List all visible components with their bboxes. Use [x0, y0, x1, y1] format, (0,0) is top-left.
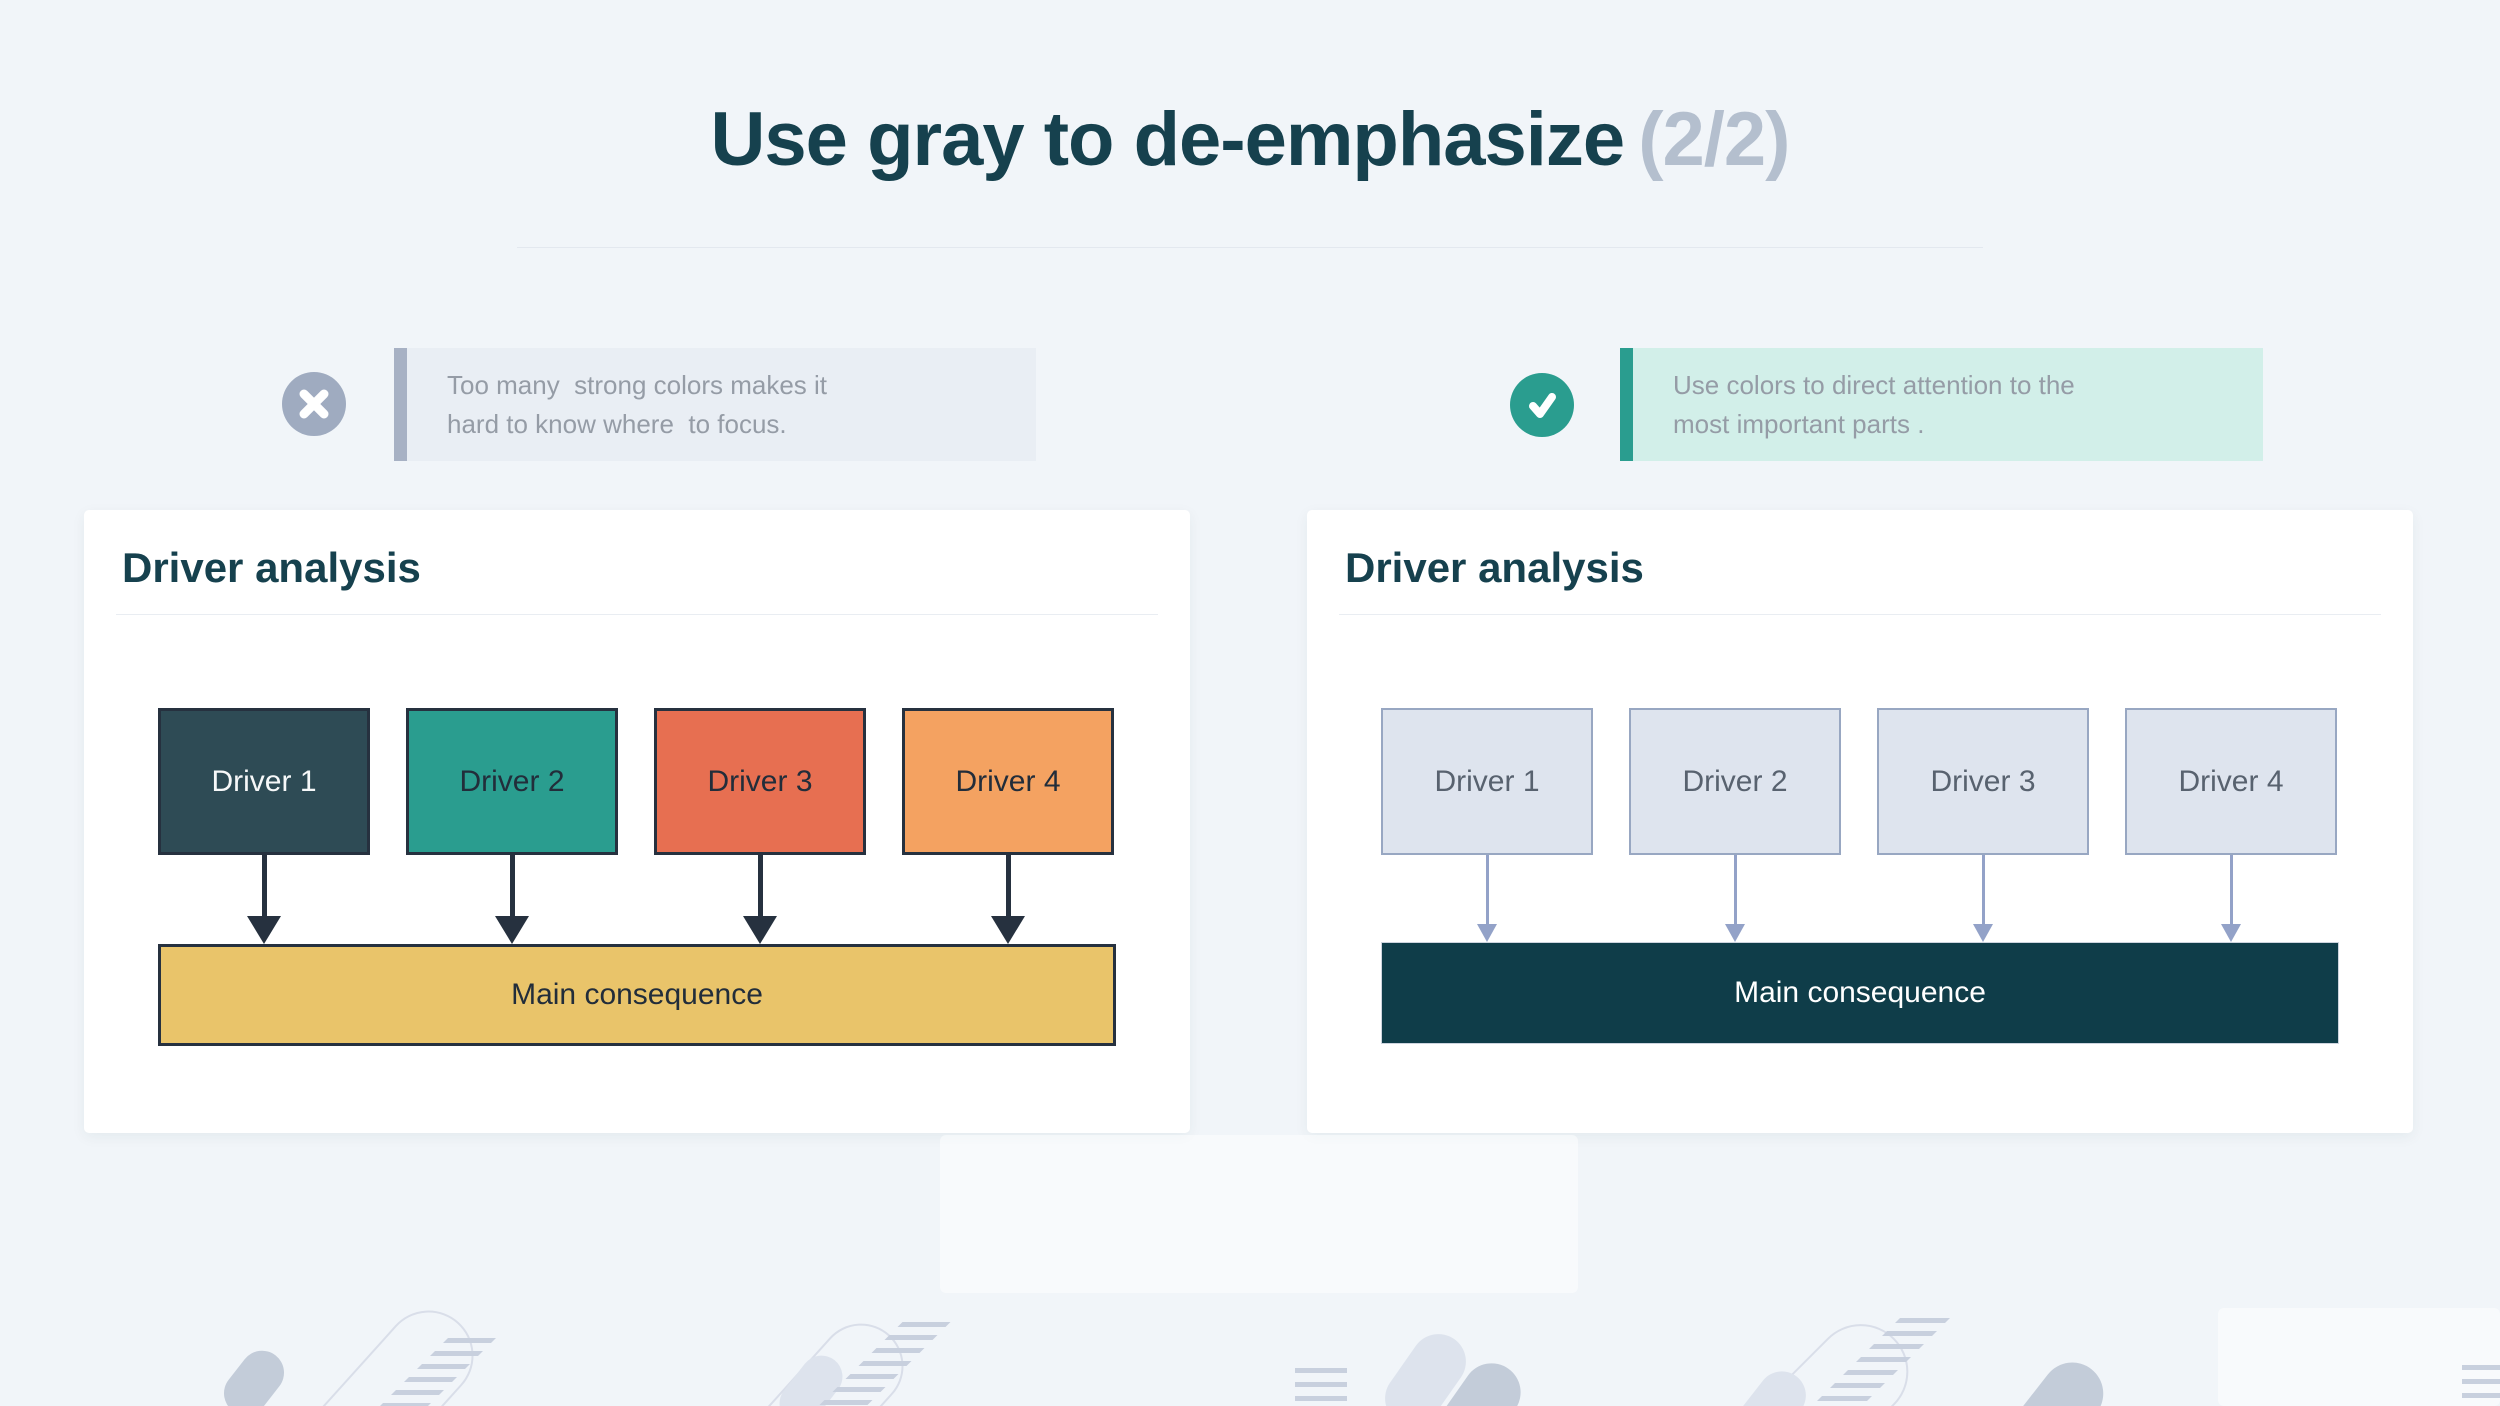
- x-glyph: [299, 389, 329, 419]
- check-circle-icon: [1510, 373, 1574, 437]
- page-title-counter: (2/2): [1638, 97, 1790, 182]
- bad-driver-column: Driver 2: [406, 708, 618, 944]
- decorative-lines: [2462, 1365, 2500, 1406]
- down-arrow-icon: [247, 855, 281, 944]
- down-arrow-icon: [2221, 855, 2241, 942]
- decorative-pill: [2002, 1350, 2116, 1406]
- down-arrow-icon: [991, 855, 1025, 944]
- driver-box: Driver 4: [902, 708, 1114, 855]
- decorative-lines: [1295, 1368, 1347, 1406]
- faint-background-rect: [2218, 1308, 2500, 1406]
- driver-box: Driver 3: [1877, 708, 2089, 855]
- good-driver-column: Driver 4: [2125, 708, 2337, 942]
- good-driver-column: Driver 1: [1381, 708, 1593, 942]
- bad-card-heading: Driver analysis: [122, 544, 421, 591]
- bad-example-card: Driver analysis Driver 1 Driver 2 Driver…: [84, 510, 1190, 1133]
- dont-callout: Too many strong colors makes it hard to …: [394, 348, 1036, 461]
- bad-driver-column: Driver 1: [158, 708, 370, 944]
- main-consequence-box: Main consequence: [158, 944, 1116, 1046]
- driver-box: Driver 1: [158, 708, 370, 855]
- faint-background-rect: [940, 1135, 1578, 1293]
- good-driver-column: Driver 2: [1629, 708, 1841, 942]
- down-arrow-icon: [1973, 855, 1993, 942]
- down-arrow-icon: [495, 855, 529, 944]
- good-driver-column: Driver 3: [1877, 708, 2089, 942]
- page-title-text: Use gray to de-emphasize: [710, 97, 1626, 182]
- bad-diagram: Driver 1 Driver 2 Driver 3 Driver 4 Main…: [158, 708, 1116, 1046]
- page-title: Use gray to de-emphasize(2/2): [0, 96, 2500, 183]
- down-arrow-icon: [743, 855, 777, 944]
- good-card-heading-divider: [1339, 614, 2381, 615]
- good-card-heading: Driver analysis: [1345, 544, 1644, 591]
- bad-driver-column: Driver 3: [654, 708, 866, 944]
- good-diagram: Driver 1 Driver 2 Driver 3 Driver 4 Main…: [1381, 708, 2339, 1044]
- x-circle-icon: [282, 372, 346, 436]
- driver-box: Driver 3: [654, 708, 866, 855]
- do-callout: Use colors to direct attention to the mo…: [1620, 348, 2263, 461]
- driver-box: Driver 4: [2125, 708, 2337, 855]
- do-callout-text: Use colors to direct attention to the mo…: [1633, 348, 2263, 461]
- good-example-card: Driver analysis Driver 1 Driver 2 Driver…: [1307, 510, 2413, 1133]
- title-divider: [517, 247, 1983, 248]
- driver-box: Driver 1: [1381, 708, 1593, 855]
- dont-callout-accent-bar: [394, 348, 407, 461]
- decorative-pill: [215, 1341, 293, 1406]
- driver-box: Driver 2: [1629, 708, 1841, 855]
- down-arrow-icon: [1477, 855, 1497, 942]
- check-glyph: [1529, 393, 1556, 418]
- driver-box: Driver 2: [406, 708, 618, 855]
- main-consequence-box: Main consequence: [1381, 942, 2339, 1044]
- do-callout-accent-bar: [1620, 348, 1633, 461]
- bad-driver-column: Driver 4: [902, 708, 1114, 944]
- down-arrow-icon: [1725, 855, 1745, 942]
- dont-callout-text: Too many strong colors makes it hard to …: [407, 348, 1036, 461]
- bad-card-heading-divider: [116, 614, 1158, 615]
